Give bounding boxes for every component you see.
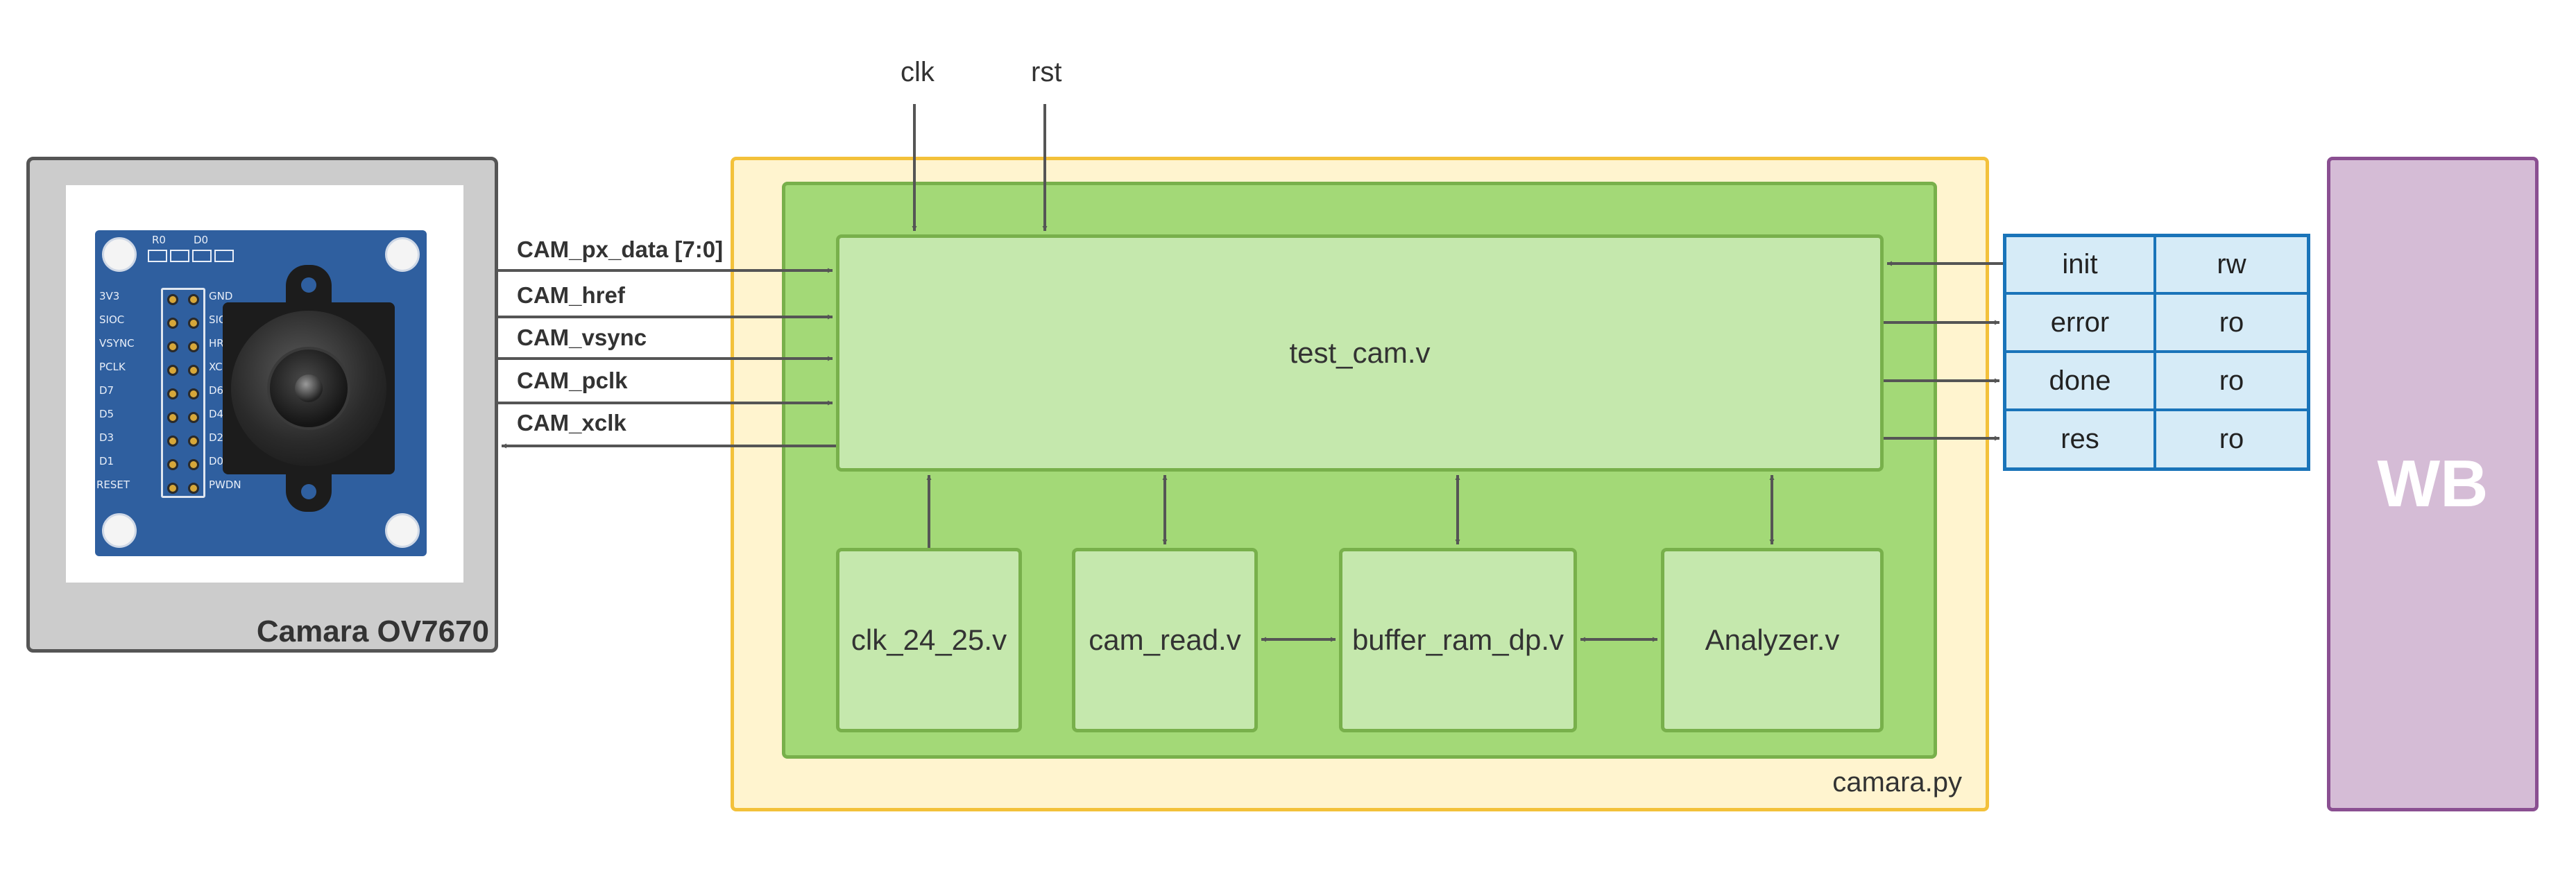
header-pin <box>188 318 199 329</box>
register-name: res <box>2006 411 2156 467</box>
clk-input-label: clk <box>901 57 935 87</box>
container-label: camara.py <box>1832 767 1962 798</box>
signal-href-label: CAM_href <box>517 282 625 308</box>
silkscreen-label: D0 <box>209 455 224 467</box>
header-pin <box>167 436 178 447</box>
signal-pclk-label: CAM_pclk <box>517 368 628 393</box>
mount-hole <box>102 237 137 272</box>
register-access: ro <box>2156 295 2307 353</box>
silkscreen-label: D4 <box>209 408 224 420</box>
header-pin <box>188 341 199 352</box>
bus-label: WB <box>2377 447 2489 521</box>
smd-pad <box>170 250 189 262</box>
smd-pad <box>148 250 167 262</box>
silkscreen-label: D1 <box>99 455 114 467</box>
register-access: ro <box>2156 353 2307 411</box>
module-label: buffer_ram_dp.v <box>1351 623 1564 656</box>
silkscreen-label: PCLK <box>99 361 126 373</box>
register-name: done <box>2006 353 2156 411</box>
header-pin <box>188 412 199 423</box>
header-pin <box>167 459 178 470</box>
signal-xclk-label: CAM_xclk <box>517 410 626 436</box>
header-pin <box>188 365 199 376</box>
silkscreen-label: PWDN <box>209 479 241 491</box>
silkscreen-label: D3 <box>99 431 114 444</box>
camera-photo: R0 D0 3V3 SIOC VSYNC PCLK D7 D5 D3 D1 RE… <box>66 185 463 583</box>
header-pin <box>167 318 178 329</box>
header-pin <box>188 294 199 305</box>
module-label: Analyzer.v <box>1705 623 1840 656</box>
silkscreen-label: D2 <box>209 431 224 444</box>
silkscreen-label: D5 <box>99 408 114 420</box>
module-buffer-ram: buffer_ram_dp.v <box>1339 548 1577 732</box>
pin-header <box>161 288 205 498</box>
register-access: rw <box>2156 237 2307 295</box>
silkscreen-label: GND <box>209 290 233 302</box>
header-pin <box>167 294 178 305</box>
module-label: test_cam.v <box>1289 336 1431 369</box>
silkscreen-label: D0 <box>194 234 209 246</box>
header-pin <box>188 459 199 470</box>
module-test-cam: test_cam.v <box>836 234 1884 472</box>
silkscreen-label: D7 <box>99 384 114 397</box>
header-pin <box>167 483 178 494</box>
header-pin <box>167 365 178 376</box>
module-analyzer: Analyzer.v <box>1661 548 1884 732</box>
silkscreen-label: VSYNC <box>99 337 135 350</box>
register-access: ro <box>2219 424 2244 454</box>
register-name: error <box>2006 295 2156 353</box>
module-label: clk_24_25.v <box>851 623 1007 656</box>
smd-pad <box>214 250 234 262</box>
camera-module: R0 D0 3V3 SIOC VSYNC PCLK D7 D5 D3 D1 RE… <box>26 157 498 653</box>
header-pin <box>188 388 199 399</box>
header-pin <box>188 483 199 494</box>
module-label: cam_read.v <box>1089 623 1241 656</box>
header-pin <box>167 388 178 399</box>
mount-hole <box>385 513 420 548</box>
silkscreen-label: 3V3 <box>99 290 120 302</box>
signal-vsync-label: CAM_vsync <box>517 325 647 350</box>
camera-title: Camara OV7670 <box>256 614 489 648</box>
header-pin <box>167 412 178 423</box>
silkscreen-label: RESET <box>96 479 130 491</box>
silkscreen-label: D6 <box>209 384 224 397</box>
header-pin <box>167 341 178 352</box>
signal-px-data-label: CAM_px_data [7:0] <box>517 236 724 262</box>
header-pin <box>188 436 199 447</box>
register-name: init <box>2006 237 2156 295</box>
wishbone-bus: WB <box>2327 157 2539 811</box>
rst-input-label: rst <box>1031 57 1062 87</box>
silkscreen-label: R0 <box>152 234 166 246</box>
mount-hole <box>385 237 420 272</box>
smd-pad <box>192 250 212 262</box>
register-table: init rw error ro done ro res ro <box>2003 234 2310 471</box>
module-cam-read: cam_read.v <box>1072 548 1258 732</box>
mount-hole <box>102 513 137 548</box>
silkscreen-label: SIOC <box>99 313 125 326</box>
camera-board-image: R0 D0 3V3 SIOC VSYNC PCLK D7 D5 D3 D1 RE… <box>95 230 427 556</box>
lens-center <box>295 374 323 402</box>
module-clk: clk_24_25.v <box>836 548 1022 732</box>
